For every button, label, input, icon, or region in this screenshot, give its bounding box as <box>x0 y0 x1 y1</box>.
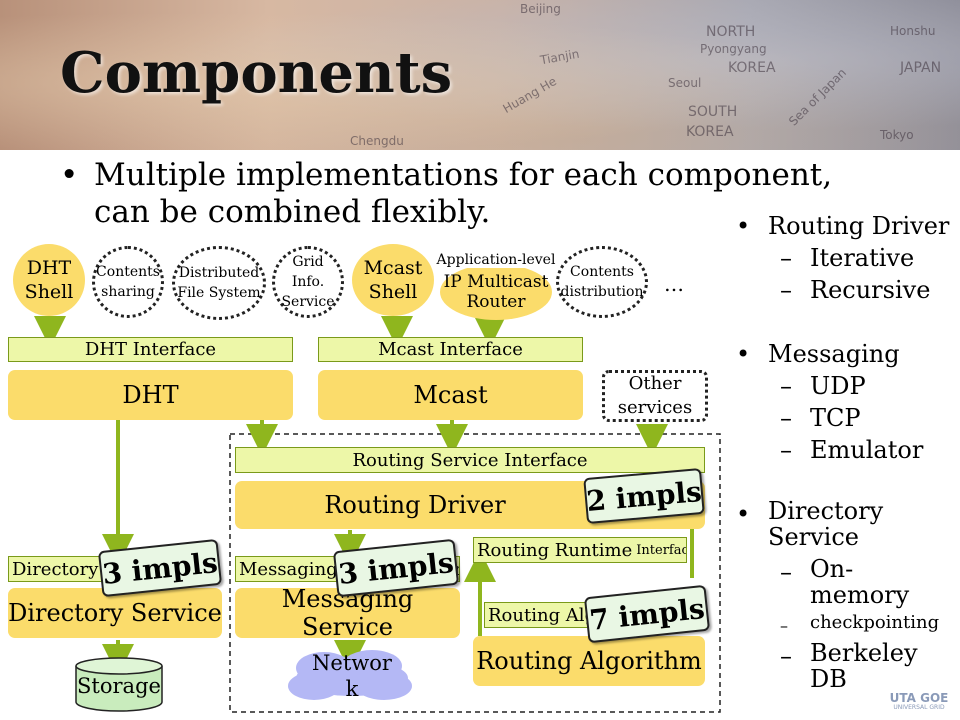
map-label: SOUTH <box>688 104 738 120</box>
dash-icon: – <box>780 276 792 304</box>
dht-shell-node: DHT Shell <box>13 244 85 316</box>
bullet-dot-icon: • <box>736 500 751 528</box>
dash-icon: – <box>780 616 788 635</box>
map-label: Seoul <box>668 76 702 90</box>
storage-cylinder <box>75 657 163 712</box>
list-item-line: memory <box>810 581 910 609</box>
list-group-title: Routing Driver <box>768 212 950 240</box>
network-label-2: k <box>345 677 359 701</box>
dash-icon: – <box>780 244 792 272</box>
routing-runtime-interface: Routing Runtime Interface <box>473 537 687 563</box>
routing-runtime-small-label: Interface <box>636 542 686 558</box>
main-bullet-text: Multiple implementations for each compon… <box>94 157 833 230</box>
routing-algorithm-box: Routing Algorithm <box>473 636 705 686</box>
bullet-dot-icon: • <box>736 340 751 368</box>
implementations-list: • Routing Driver – Iterative – Recursive… <box>736 210 956 692</box>
map-label: Pyongyang <box>700 42 767 56</box>
contents-sharing-label-2: sharing <box>101 284 155 300</box>
mcast-shell-label-2: Shell <box>368 281 418 303</box>
map-label: NORTH <box>706 24 756 40</box>
list-item: Berkeley DB <box>810 640 918 692</box>
list-item-line: Berkeley <box>810 639 918 667</box>
mcast-shell-label-1: Mcast <box>363 257 423 279</box>
mcast-box: Mcast <box>318 370 583 420</box>
dht-box: DHT <box>8 370 293 420</box>
map-label: Beijing <box>520 2 561 16</box>
list-item: Recursive <box>810 276 931 304</box>
map-label: KOREA <box>686 124 734 140</box>
list-item: UDP <box>810 372 866 400</box>
list-item: TCP <box>810 404 861 432</box>
contents-sharing-node: Contents sharing <box>92 246 164 318</box>
network-label-1: Networ <box>312 651 392 675</box>
list-group-title: Messaging <box>768 340 900 368</box>
logo-line-2: UNIVERSAL GRID <box>893 704 945 711</box>
distributed-fs-label-2: File System <box>177 285 261 301</box>
dash-icon: – <box>780 372 792 400</box>
list-group-title: Directory Service <box>768 498 883 550</box>
routing-service-interface: Routing Service Interface <box>235 447 705 473</box>
more-services-ellipsis: … <box>664 272 684 296</box>
dash-icon: – <box>780 436 792 464</box>
ip-multicast-label-1: IP Multicast <box>443 272 549 292</box>
dht-shell-label-2: Shell <box>24 281 74 303</box>
network-cloud <box>288 650 412 700</box>
contents-distribution-label-1: Contents <box>570 264 634 280</box>
other-services-box: Other services <box>602 370 708 422</box>
map-label: Chengdu <box>350 134 404 148</box>
list-item: Emulator <box>810 436 924 464</box>
ip-multicast-label-2: Router <box>466 292 526 312</box>
grid-info-service-node: Grid Info. Service <box>272 246 344 318</box>
distributed-fs-label-1: Distributed <box>178 265 260 281</box>
map-label: JAPAN <box>900 60 942 76</box>
list-group-title-line: Directory <box>768 497 884 525</box>
dash-icon: – <box>780 404 792 432</box>
header-banner: Beijing Tianjin Huang He NORTH Pyongyang… <box>0 0 960 150</box>
list-item: On- memory <box>810 556 909 608</box>
dash-icon: – <box>780 558 792 586</box>
list-item-line: DB <box>810 665 847 693</box>
messaging-service-box: Messaging Service <box>235 585 460 641</box>
mcast-interface: Mcast Interface <box>318 337 583 362</box>
other-services-label-1: Other <box>628 373 682 394</box>
distributed-file-system-node: Distributed File System <box>172 246 266 320</box>
list-item: Iterative <box>810 244 915 272</box>
directory-service-box: Directory Service <box>8 588 222 638</box>
dht-shell-label-1: DHT <box>26 257 72 279</box>
contents-distribution-node: Contents distribution <box>556 246 648 318</box>
list-item-line: On- <box>810 555 854 583</box>
map-label: Tokyo <box>880 128 914 142</box>
ip-multicast-caption: Application-level <box>432 252 560 268</box>
page-title: Components <box>60 40 453 106</box>
utagoe-logo: UTA GOE UNIVERSAL GRID <box>884 692 954 712</box>
grid-info-label-2: Service <box>281 294 335 310</box>
storage-label: Storage <box>77 674 161 698</box>
grid-info-label-1: Grid Info. <box>291 254 325 290</box>
network-label: Networ k <box>284 650 420 702</box>
contents-distribution-label-2: distribution <box>560 284 644 300</box>
list-item: checkpointing <box>810 612 940 633</box>
dash-icon: – <box>780 642 792 670</box>
routing-runtime-label: Routing Runtime <box>477 539 633 561</box>
bullet-dot-icon: • <box>60 157 79 193</box>
list-group-title-line: Service <box>768 523 859 551</box>
dht-interface: DHT Interface <box>8 337 293 362</box>
contents-sharing-label-1: Contents <box>96 264 160 280</box>
logo-line-1: UTA GOE <box>889 691 949 705</box>
other-services-label-2: services <box>617 397 693 418</box>
bullet-dot-icon: • <box>736 212 751 240</box>
ip-multicast-router-node: IP Multicast Router <box>440 264 552 320</box>
map-label: Honshu <box>890 24 936 38</box>
mcast-shell-node: Mcast Shell <box>352 244 434 316</box>
map-label: KOREA <box>728 60 776 76</box>
